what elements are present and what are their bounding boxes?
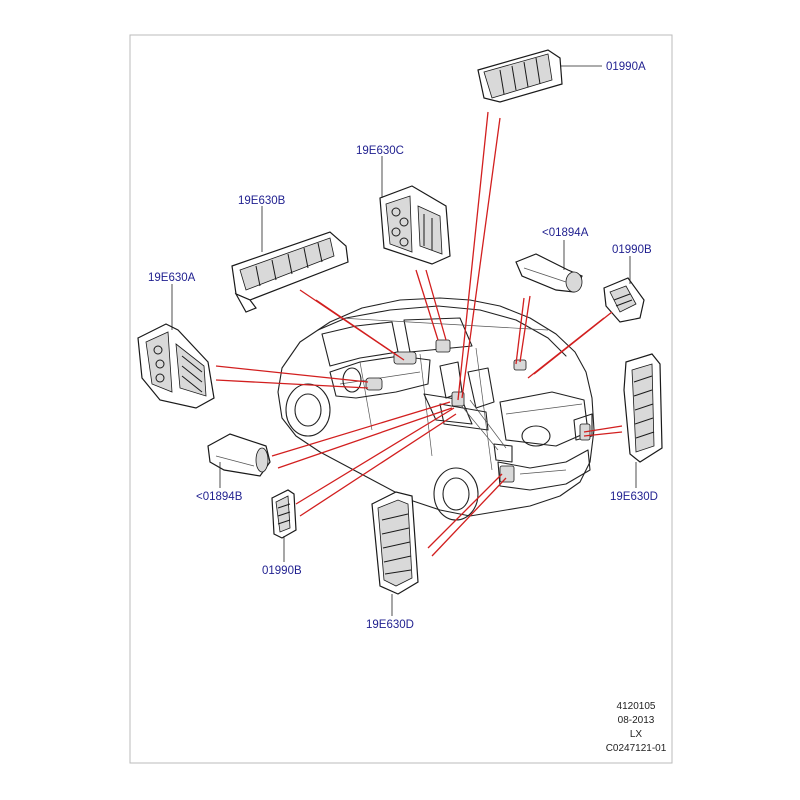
- label-leaders: [171, 65, 637, 616]
- part-01894b-duct: [207, 433, 271, 477]
- callout-01990a: 01990A: [606, 61, 646, 73]
- drawing-model: LX: [630, 729, 643, 740]
- part-19e630d-bottom-vent: [371, 491, 419, 595]
- drawing-date: 08-2013: [618, 715, 655, 726]
- callout-19e630d-right: 19E630D: [610, 491, 658, 503]
- part-19e630c-vent: [379, 185, 451, 265]
- part-01990b-right-vent: [603, 277, 645, 323]
- callout-01894a: <01894A: [542, 227, 589, 239]
- callout-19e630b: 19E630B: [238, 195, 286, 207]
- part-19e630b-vent: [231, 231, 349, 313]
- part-19e630d-right-vent: [623, 353, 663, 463]
- part-01894a-duct: [515, 253, 583, 293]
- callout-19e630d-bottom: 19E630D: [366, 619, 414, 631]
- callout-19e630c: 19E630C: [356, 145, 404, 157]
- callout-01894b: <01894B: [196, 491, 243, 503]
- callout-01990b-right: 01990B: [612, 244, 652, 256]
- part-01990a-top-vent: [477, 49, 563, 103]
- vehicle-outline: [277, 297, 595, 521]
- drawing-reference-code: C0247121-01: [606, 743, 667, 754]
- part-01990b-left-vent: [271, 489, 297, 539]
- callout-19e630a: 19E630A: [148, 272, 196, 284]
- location-leaders: [215, 111, 623, 557]
- part-19e630a-vent: [137, 323, 215, 409]
- callout-01990b-left: 01990B: [262, 565, 302, 577]
- drawing-reference: 4120105 08-2013 LX C0247121-01: [606, 701, 667, 754]
- drawing-number: 4120105: [617, 701, 656, 712]
